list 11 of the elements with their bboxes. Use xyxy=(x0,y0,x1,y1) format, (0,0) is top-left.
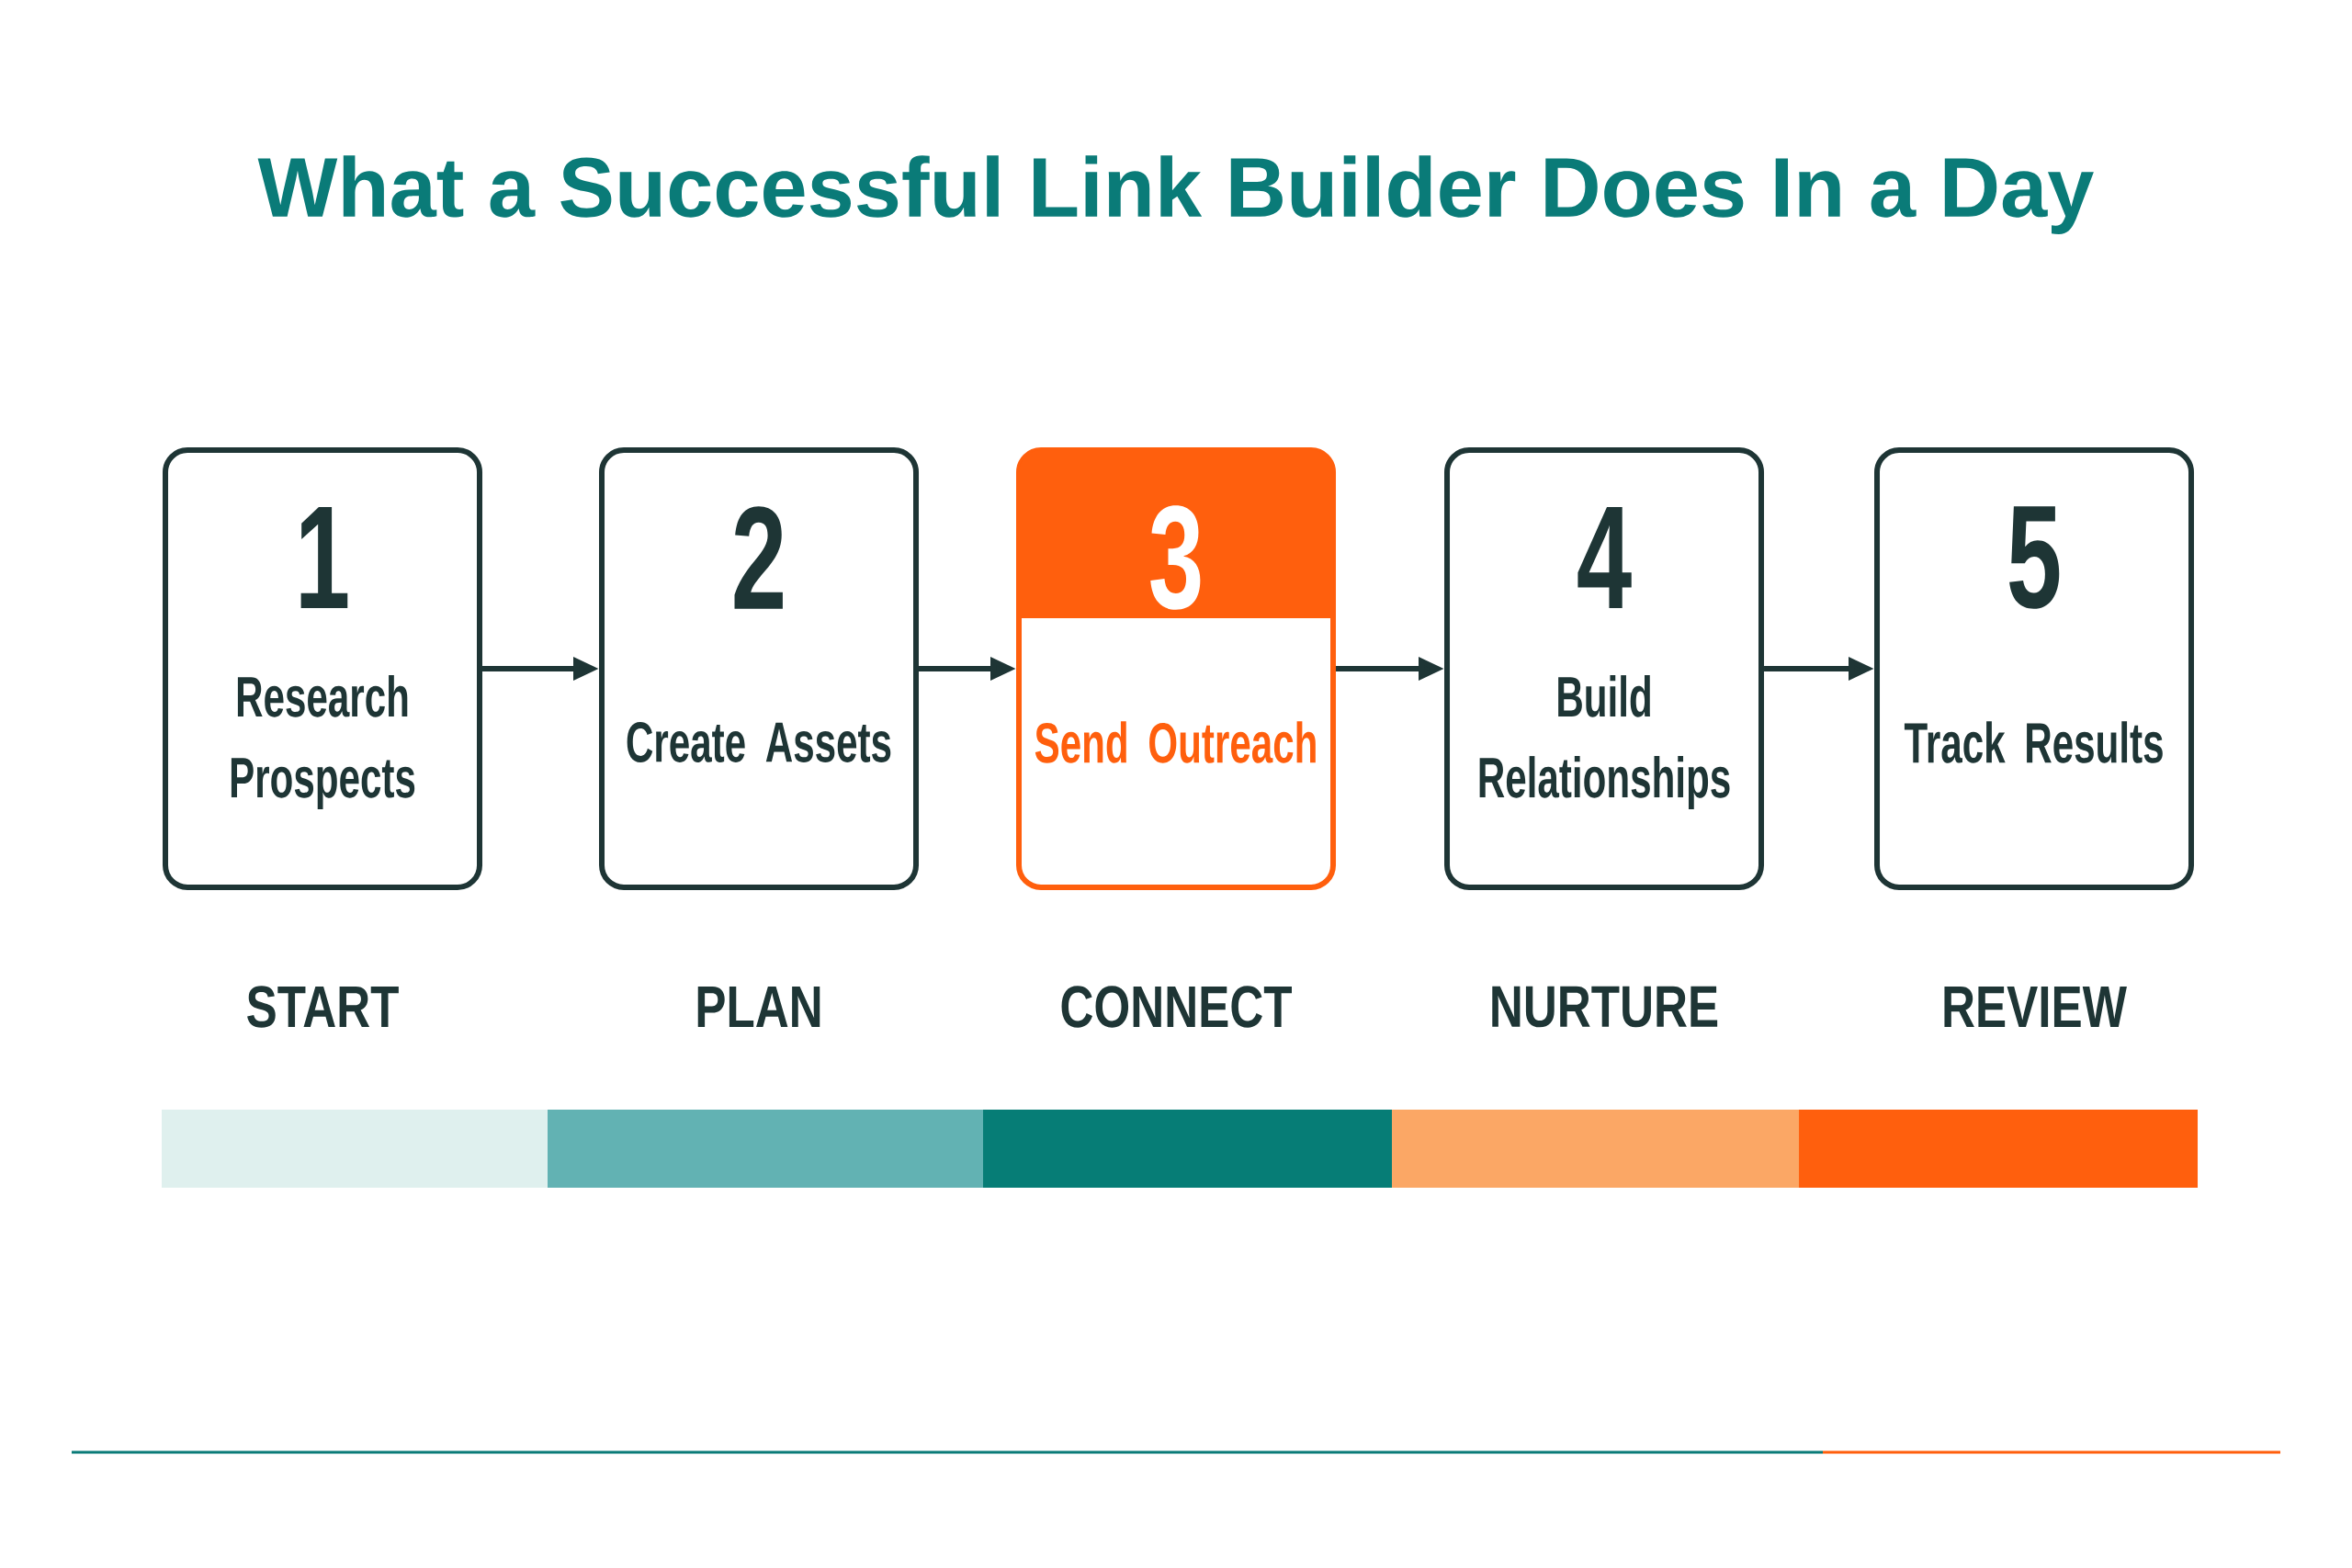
step-box: 5 Track Results xyxy=(1874,447,2194,890)
stage-label: PLAN xyxy=(697,987,820,1027)
title: What a Successful Link Builder Does In a Day xyxy=(257,155,2094,234)
stage-label: REVIEW xyxy=(1944,987,2127,1027)
stage-label: NURTURE xyxy=(1492,986,1718,1028)
step-box: 3 Send Outreach xyxy=(1016,447,1336,890)
step-box: 2 Create Assets xyxy=(599,447,919,890)
stage-label: START xyxy=(247,986,399,1028)
step-box: 4 Build Relationships xyxy=(1444,447,1764,890)
stage-label: CONNECT xyxy=(1061,986,1292,1028)
step-box: 1 Research Prospects xyxy=(163,447,482,890)
